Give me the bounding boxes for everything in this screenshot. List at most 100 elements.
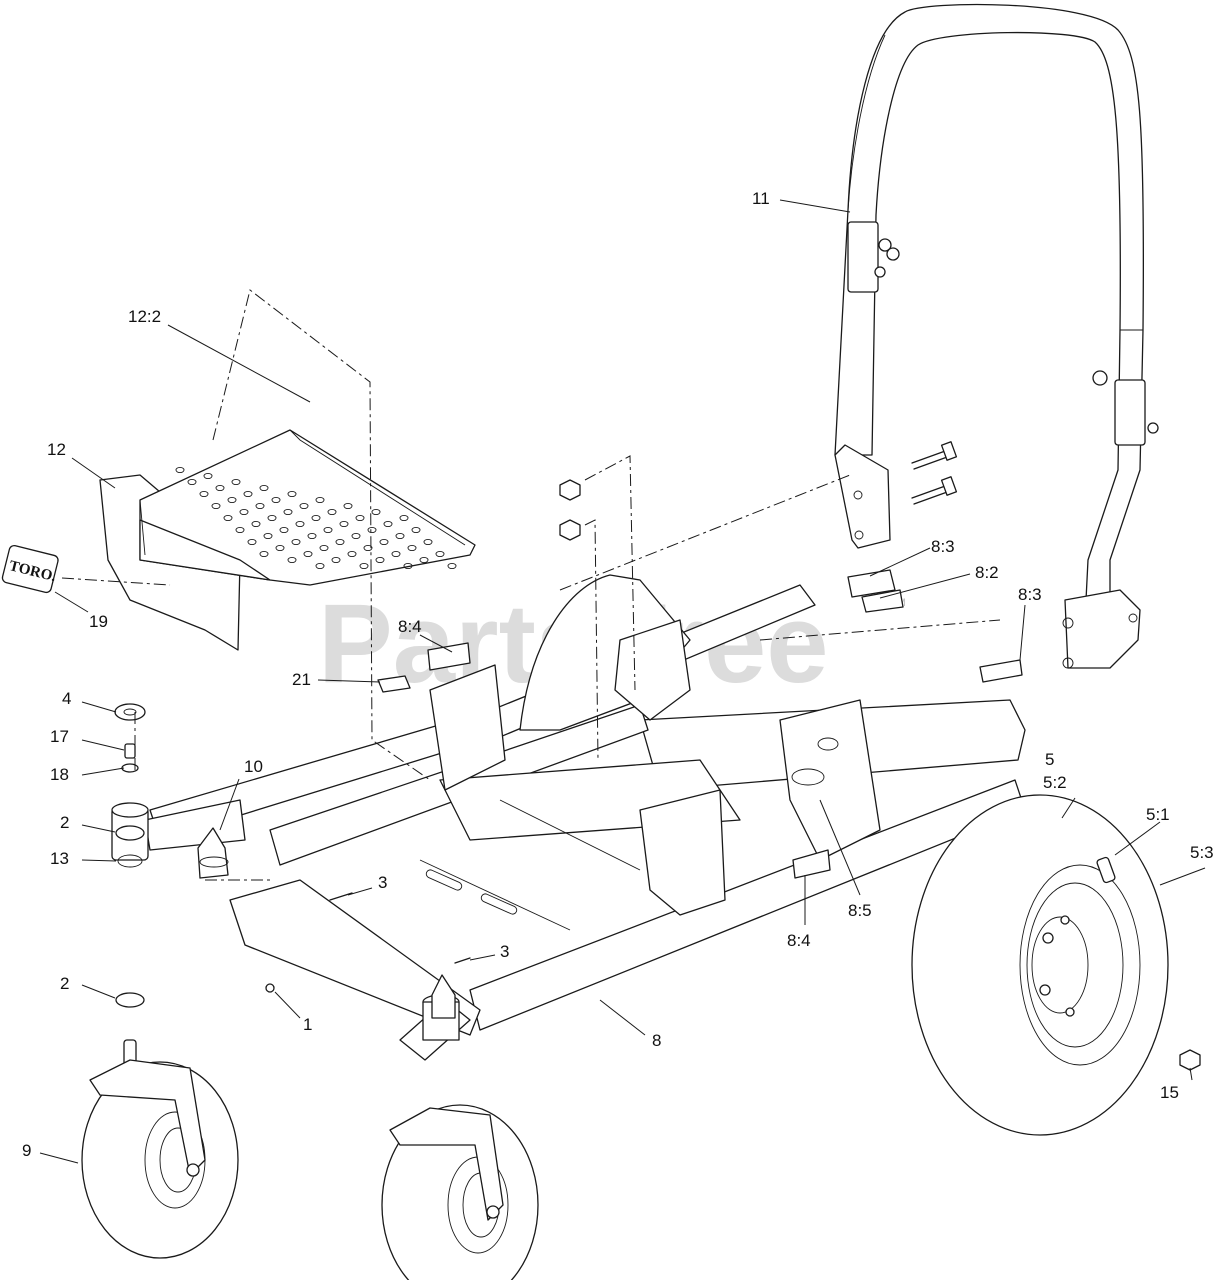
lug-nut-15 bbox=[1179, 1049, 1201, 1071]
foot-pan-hole bbox=[239, 508, 249, 516]
caster-wheel-left[interactable] bbox=[81, 1059, 239, 1259]
foot-pan-hole bbox=[323, 526, 333, 534]
foot-pan-hole bbox=[263, 532, 273, 540]
foot-pan-hole bbox=[303, 550, 313, 558]
foot-pan-hole bbox=[339, 520, 349, 528]
foot-pan-hole bbox=[251, 520, 261, 528]
rear-wheel[interactable] bbox=[911, 794, 1169, 1136]
foot-pan-hole bbox=[379, 538, 389, 546]
callout-5-1: 5:1 bbox=[1146, 805, 1170, 824]
foot-pan-hole bbox=[255, 502, 265, 510]
callout-21: 21 bbox=[292, 670, 311, 689]
callout-10: 10 bbox=[244, 757, 263, 776]
foot-pan-hole bbox=[367, 526, 377, 534]
foot-pan-hole bbox=[295, 520, 305, 528]
callout-8-3-left: 8:3 bbox=[931, 537, 955, 556]
foot-pan-hole bbox=[351, 532, 361, 540]
callout-8-5: 8:5 bbox=[848, 901, 872, 920]
foot-pan-hole bbox=[355, 514, 365, 522]
callout-1: 1 bbox=[303, 1015, 312, 1034]
foot-pan-hole bbox=[423, 538, 433, 546]
foot-pan-hole bbox=[259, 484, 269, 492]
foot-pan-hole bbox=[335, 538, 345, 546]
callout-18: 18 bbox=[50, 765, 69, 784]
foot-pan-hole bbox=[371, 508, 381, 516]
foot-pan-hole bbox=[327, 508, 337, 516]
foot-pan-hole bbox=[419, 556, 429, 564]
caster-stack-left bbox=[114, 703, 146, 1071]
roll-bar-knob-left[interactable] bbox=[878, 238, 892, 252]
pin-3-upper bbox=[329, 892, 353, 901]
roll-bar-hinge-right bbox=[1114, 379, 1146, 446]
foot-pan-hole bbox=[383, 520, 393, 528]
foot-pan-hole bbox=[407, 544, 417, 552]
foot-pan-hole bbox=[435, 550, 445, 558]
foot-pan-hole bbox=[315, 496, 325, 504]
foot-pan-hole bbox=[315, 562, 325, 570]
caster-wheel-right[interactable] bbox=[381, 1104, 539, 1280]
roll-bar-bolts bbox=[911, 441, 958, 505]
decal-8-4-lower bbox=[792, 849, 831, 879]
foot-pan-hole bbox=[331, 556, 341, 564]
part-21 bbox=[377, 675, 411, 693]
foot-pan-hole bbox=[275, 544, 285, 552]
roll-bar[interactable] bbox=[834, 3, 1159, 669]
foot-pan-hole bbox=[259, 550, 269, 558]
callout-8: 8 bbox=[652, 1031, 661, 1050]
foot-pan-hole bbox=[215, 484, 225, 492]
foot-pan-hole bbox=[203, 472, 213, 480]
foot-pan-hole bbox=[395, 532, 405, 540]
foot-pan-holes bbox=[175, 466, 457, 570]
callout-2-upper: 2 bbox=[60, 813, 69, 832]
callout-15: 15 bbox=[1160, 1083, 1179, 1102]
callout-5-2: 5:2 bbox=[1043, 773, 1067, 792]
roll-bar-knob-right[interactable] bbox=[1092, 370, 1108, 386]
leader-lines bbox=[39, 199, 1206, 1164]
foot-pan-hole bbox=[279, 526, 289, 534]
callout-12: 12 bbox=[47, 440, 66, 459]
foot-pan-hole bbox=[287, 490, 297, 498]
foot-pan-hole bbox=[291, 538, 301, 546]
decal-8-3-left bbox=[847, 569, 896, 598]
roll-bar-foot-left bbox=[834, 444, 891, 549]
callout-11: 11 bbox=[752, 189, 770, 208]
foot-pan-hole bbox=[199, 490, 209, 498]
roll-bar-foot-right bbox=[1064, 589, 1141, 669]
callout-3-upper: 3 bbox=[378, 873, 387, 892]
bumper-10 bbox=[197, 827, 456, 1019]
foot-pan-hole bbox=[347, 550, 357, 558]
pin-3-lower bbox=[454, 957, 471, 964]
foot-pan-hole bbox=[247, 538, 257, 546]
mower-frame[interactable] bbox=[111, 574, 1026, 1061]
callout-8-3-right: 8:3 bbox=[1018, 585, 1042, 604]
foot-pan-hole bbox=[307, 532, 317, 540]
callout-5: 5 bbox=[1045, 750, 1054, 769]
nut-lower bbox=[559, 519, 581, 541]
decal-8-4-upper bbox=[427, 642, 471, 671]
assembly-lines bbox=[61, 289, 1001, 881]
foot-pan-hole bbox=[175, 466, 185, 474]
callout-2-lower: 2 bbox=[60, 974, 69, 993]
decal-8-2 bbox=[861, 589, 904, 613]
callout-8-4-upper: 8:4 bbox=[398, 617, 422, 636]
callout-8-2: 8:2 bbox=[975, 563, 999, 582]
callout-labels: 12:2 12 19 11 8:3 8:2 8:3 8:4 21 4 17 18… bbox=[22, 189, 1214, 1160]
foot-pan-hole bbox=[187, 478, 197, 486]
roll-bar-hinge-left bbox=[847, 221, 879, 293]
foot-pan-hole bbox=[235, 526, 245, 534]
callout-9: 9 bbox=[22, 1141, 31, 1160]
foot-pan-hole bbox=[231, 478, 241, 486]
foot-pan-hole bbox=[243, 490, 253, 498]
bolt-1 bbox=[265, 983, 275, 993]
foot-pan-hole bbox=[343, 502, 353, 510]
decal-8-3-right bbox=[979, 659, 1023, 683]
callout-13: 13 bbox=[50, 849, 69, 868]
foot-pan-hole bbox=[299, 502, 309, 510]
foot-pan-hole bbox=[319, 544, 329, 552]
foot-pan-hole bbox=[287, 556, 297, 564]
callout-3-lower: 3 bbox=[500, 942, 509, 961]
foot-pan-hole bbox=[211, 502, 221, 510]
foot-pan-hole bbox=[399, 514, 409, 522]
foot-pan-hole bbox=[447, 562, 457, 570]
foot-pan-hole bbox=[271, 496, 281, 504]
